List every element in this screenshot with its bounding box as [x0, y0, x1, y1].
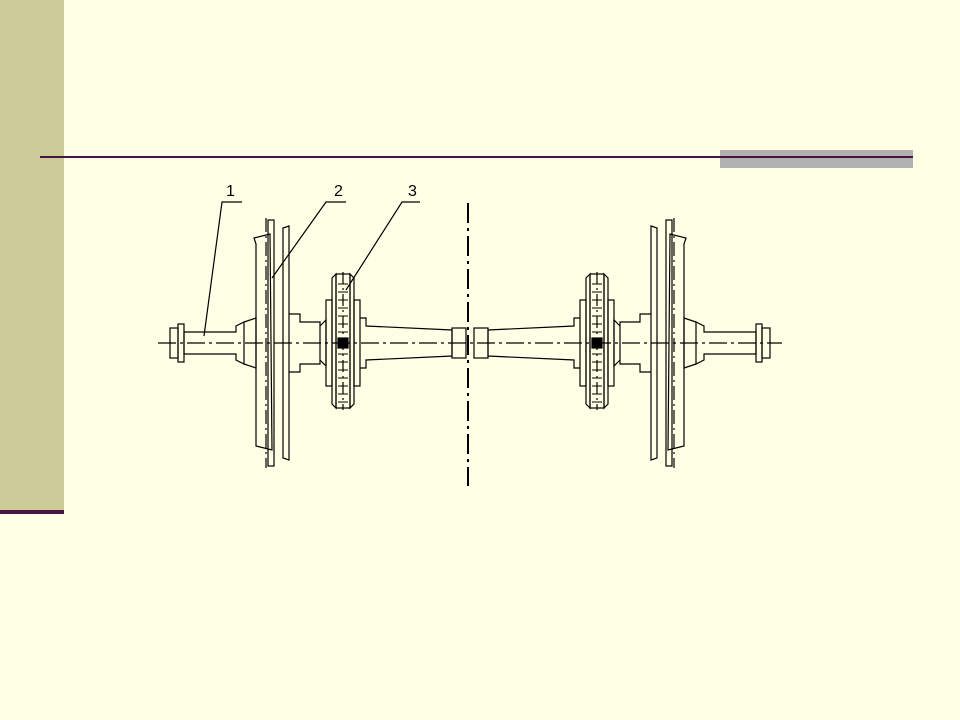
right-half — [473, 218, 771, 468]
left-axle-center-section — [451, 327, 467, 359]
callout-3-leader — [345, 201, 420, 291]
left-gear-face-b — [349, 272, 355, 410]
left-wheel-plate — [267, 219, 275, 467]
title-accent-bar — [720, 150, 913, 168]
callout-2 — [271, 201, 346, 279]
left-half — [169, 218, 467, 468]
callout-1 — [203, 201, 242, 337]
callout-1-leader — [203, 201, 242, 337]
left-wheel-rim — [253, 233, 273, 451]
left-gear-plate-b — [353, 299, 361, 387]
callout-1-label: 1 — [226, 183, 235, 200]
left-wheel-flange — [282, 225, 290, 461]
title-rule-overlay — [720, 156, 913, 158]
left-axle-step — [289, 313, 321, 373]
sidebar-panel — [0, 0, 64, 512]
callout-2-label: 2 — [334, 183, 343, 200]
title-rule — [40, 156, 912, 158]
callout-3 — [345, 201, 420, 291]
sidebar-underline — [0, 510, 64, 514]
left-gear-face-a — [331, 272, 337, 410]
callout-2-leader — [271, 201, 346, 279]
callout-3-label: 3 — [408, 183, 417, 200]
